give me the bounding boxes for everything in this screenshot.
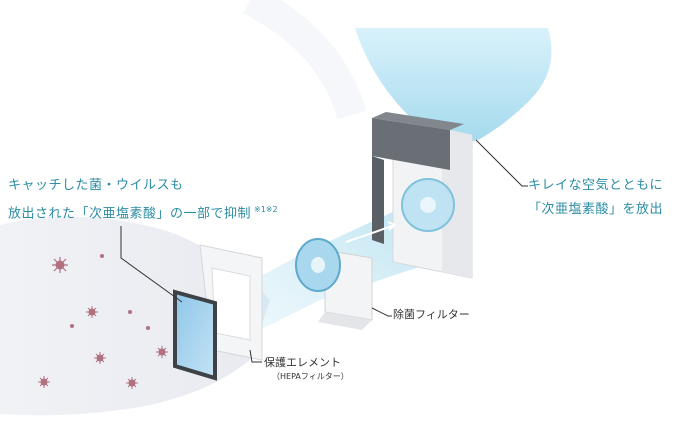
leader-right: [475, 139, 528, 187]
leader-element: [249, 349, 262, 363]
sterilization-filter-illustration: [295, 238, 373, 330]
callout-right: キレイな空気とともに 「次亜塩素酸」を放出: [528, 174, 663, 222]
leader-left: [120, 226, 183, 303]
hepa-illustration: [173, 244, 263, 381]
callout-left-line1: キャッチした菌・ウイルスも: [8, 178, 184, 193]
callout-left-line2: 放出された「次亜塩素酸」の一部で抑制※1※2: [8, 198, 278, 226]
protective-element-label: 保護エレメント: [264, 356, 341, 369]
sterilization-filter-label: 除菌フィルター: [393, 308, 470, 321]
purifier-unit: [372, 112, 473, 279]
virus-icons: [38, 254, 168, 389]
callout-right-line1: キレイな空気とともに: [528, 178, 664, 193]
callout-right-line2: 「次亜塩素酸」を放出: [528, 202, 664, 217]
clean-air-flow: [355, 28, 552, 143]
footnote-mark: ※1※2: [254, 205, 278, 214]
leader-filter: [371, 307, 392, 317]
callout-left: キャッチした菌・ウイルスも 放出された「次亜塩素酸」の一部で抑制※1※2: [8, 174, 278, 226]
callout-left-text: 放出された「次亜塩素酸」の一部で抑制: [8, 206, 252, 222]
protective-element-sublabel: （HEPAフィルター）: [272, 372, 349, 381]
flow-arrow: [345, 224, 396, 243]
